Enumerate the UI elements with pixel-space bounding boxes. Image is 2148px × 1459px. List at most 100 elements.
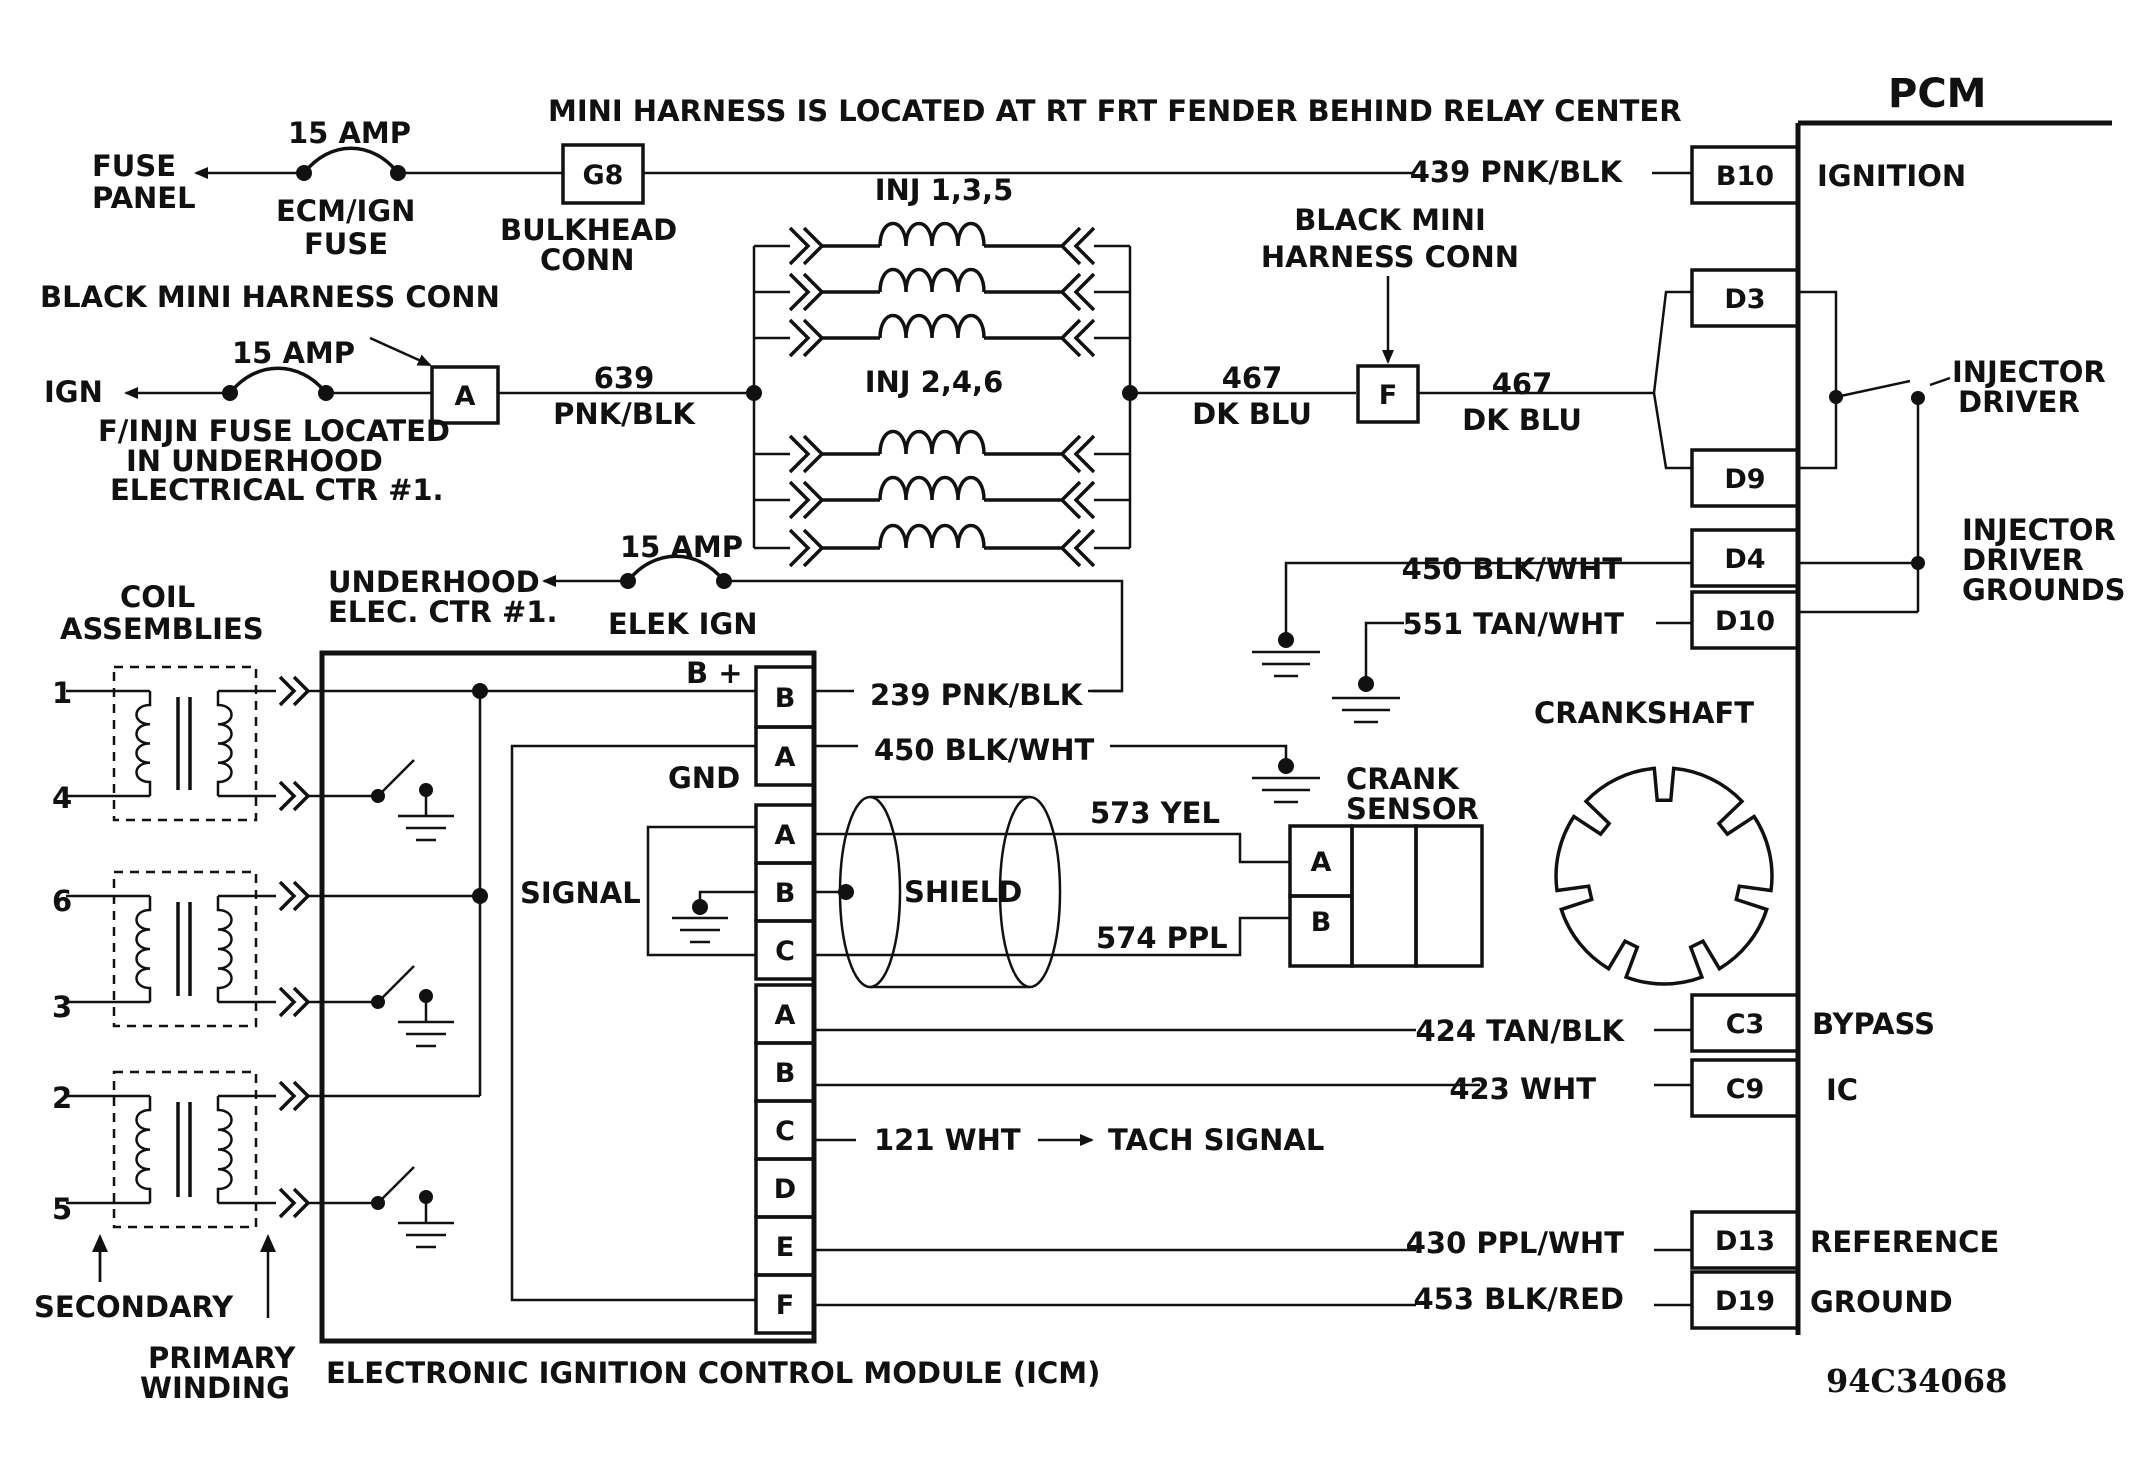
pcm-pin-c3-label: C3	[1726, 1009, 1765, 1040]
primary-winding-label-1: PRIMARY	[148, 1341, 296, 1375]
ecm-ign-circuit: FUSE PANEL 15 AMP ECM/IGN FUSE G8 BULKHE…	[92, 116, 1692, 277]
wire-430: 430 PPL/WHT	[1406, 1226, 1624, 1260]
reference-label: REFERENCE	[1810, 1225, 1999, 1259]
wire-424: 424 TAN/BLK	[1415, 1014, 1625, 1048]
wire-467-number: 467	[1222, 361, 1283, 395]
pcm-pin-d4	[1690, 528, 1800, 588]
wire-450-icm: 450 BLK/WHT	[874, 733, 1095, 767]
pcm-pin-d9	[1690, 448, 1800, 508]
injector-1	[754, 221, 1130, 266]
icm-conn-pin-e-label: E	[776, 1232, 794, 1263]
coil-3	[66, 1070, 322, 1229]
wire-639-number: 639	[594, 361, 655, 395]
ignition-label: IGNITION	[1817, 159, 1966, 193]
ecm-fuse-label-2: FUSE	[304, 227, 388, 261]
icm-signal-pin-c-label: C	[775, 936, 795, 967]
elek-fuse-amp: 15 AMP	[620, 530, 743, 564]
driver-grounds-label-2: DRIVER	[1962, 543, 2084, 577]
black-mini-right-label-2: HARNESS CONN	[1261, 240, 1519, 274]
icm-conn-pin-f-label: F	[776, 1290, 794, 1321]
wire-573: 573 YEL	[1090, 796, 1220, 830]
coil-1	[66, 665, 322, 822]
icm-pin-a-ground	[754, 725, 816, 787]
bypass-label: BYPASS	[1812, 1007, 1935, 1041]
icm-signal-pin-c	[754, 919, 816, 981]
crankshaft-label: CRANKSHAFT	[1534, 696, 1754, 730]
crankshaft-reluctor: CRANKSHAFT	[1534, 696, 1774, 986]
pcm-pin-c9-label: C9	[1726, 1074, 1765, 1105]
pcm-pin-d13	[1690, 1210, 1800, 1270]
pcm-pin-b10	[1690, 145, 1800, 205]
wire-574: 574 PPL	[1096, 921, 1228, 955]
icm-driver-switch-2	[322, 965, 454, 1048]
fuse-panel-label-2: PANEL	[92, 181, 196, 215]
black-mini-harness-left: BLACK MINI HARNESS CONN	[40, 280, 500, 314]
ground-label: GROUND	[1810, 1285, 1953, 1319]
injector-fuse-circuit: BLACK MINI HARNESS CONN IGN 15 AMP A F/I…	[40, 280, 748, 507]
icm-pin-a-ground-label: A	[775, 742, 796, 773]
icm-bplus: B +	[686, 656, 743, 690]
crank-sensor-label-2: SENSOR	[1346, 792, 1479, 826]
mini-harness-location-note: MINI HARNESS IS LOCATED AT RT FRT FENDER…	[548, 94, 1682, 128]
pcm-pin-b10-label: B10	[1716, 161, 1774, 192]
injector-fuse-note-2: IN UNDERHOOD	[126, 444, 383, 478]
pcm-pin-d4-label: D4	[1724, 544, 1765, 575]
wire-239: 239 PNK/BLK	[870, 678, 1084, 712]
icm-pin-b-power-label: B	[775, 683, 796, 714]
wire-467-color: DK BLU	[1192, 397, 1312, 431]
icm-signal-pin-a-label: A	[775, 820, 796, 851]
injector-fuse-amp: 15 AMP	[232, 336, 355, 370]
injector-bank-1-label: INJ 1,3,5	[875, 173, 1014, 207]
ic-label: IC	[1826, 1073, 1858, 1107]
black-mini-right-label-1: BLACK MINI	[1294, 203, 1486, 237]
crank-sensor-body-2	[1414, 824, 1484, 968]
coil-num-6: 6	[52, 884, 72, 918]
injector-driver-label-1: INJECTOR	[1952, 355, 2106, 389]
shield-label: SHIELD	[904, 875, 1022, 909]
coil-num-3: 3	[52, 990, 72, 1024]
crank-sensor-label-1: CRANK	[1346, 762, 1460, 796]
injector-6	[754, 523, 1130, 568]
injector-banks: INJ 1,3,5 INJ 2,4,6	[746, 173, 1138, 568]
injector-3	[754, 313, 1130, 358]
coil-num-1: 1	[52, 676, 72, 710]
bulkhead-label-1: BULKHEAD	[500, 213, 677, 247]
injector-4	[754, 429, 1130, 474]
icm-conn-pin-a-label: A	[775, 1000, 796, 1031]
icm-signal: SIGNAL	[520, 876, 641, 910]
driver-grounds-label-3: GROUNDS	[1962, 573, 2126, 607]
injector-control-circuit: 467 DK BLU BLACK MINI HARNESS CONN F 467…	[1130, 203, 1692, 470]
elek-fuse-name: ELEK IGN	[608, 607, 758, 641]
pcm-pin-d19-label: D19	[1715, 1286, 1775, 1317]
crank-sensor-body-1	[1350, 824, 1418, 968]
icm-driver-switch-1	[322, 759, 454, 842]
icm-external-wiring: 239 PNK/BLK 450 BLK/WHT SHIELD 573 YEL 5…	[814, 678, 1692, 1316]
bulkhead-label-2: CONN	[540, 243, 634, 277]
coil-label-1: COIL	[120, 580, 195, 614]
icm-conn-pin-d-label: D	[774, 1174, 796, 1205]
ign-label: IGN	[44, 375, 103, 409]
wire-639-color: PNK/BLK	[553, 397, 696, 431]
icm-module: ELECTRONIC IGNITION CONTROL MODULE (ICM)…	[319, 650, 1100, 1390]
pcm-pin-c3	[1690, 993, 1800, 1053]
crank-sensor-pin-a: A	[1311, 847, 1332, 878]
injector-5	[754, 475, 1130, 520]
primary-winding-label-2: WINDING	[140, 1371, 290, 1405]
driver-ground-wires: 450 BLK/WHT 551 TAN/WHT	[1252, 552, 1692, 724]
fuse-panel-label-1: FUSE	[92, 149, 176, 183]
pcm-title: PCM	[1888, 71, 1986, 117]
ecm-fuse-label-1: ECM/IGN	[276, 194, 415, 228]
icm-title: ELECTRONIC IGNITION CONTROL MODULE (ICM)	[326, 1356, 1100, 1390]
coil-label-2: ASSEMBLIES	[60, 612, 264, 646]
injector-bank-2-label: INJ 2,4,6	[865, 365, 1004, 399]
pcm-pin-d3	[1690, 268, 1800, 328]
wire-450-top: 450 BLK/WHT	[1402, 552, 1623, 586]
driver-grounds-label-1: INJECTOR	[1962, 513, 2116, 547]
icm-conn-pin-c-label: C	[775, 1116, 795, 1147]
pcm-pin-c9	[1690, 1058, 1800, 1118]
wire-453: 453 BLK/RED	[1414, 1282, 1625, 1316]
injector-fuse-note-3: ELECTRICAL CTR #1.	[110, 473, 444, 507]
black-mini-pin-a-connector	[430, 365, 500, 425]
coil-num-4: 4	[52, 781, 72, 815]
